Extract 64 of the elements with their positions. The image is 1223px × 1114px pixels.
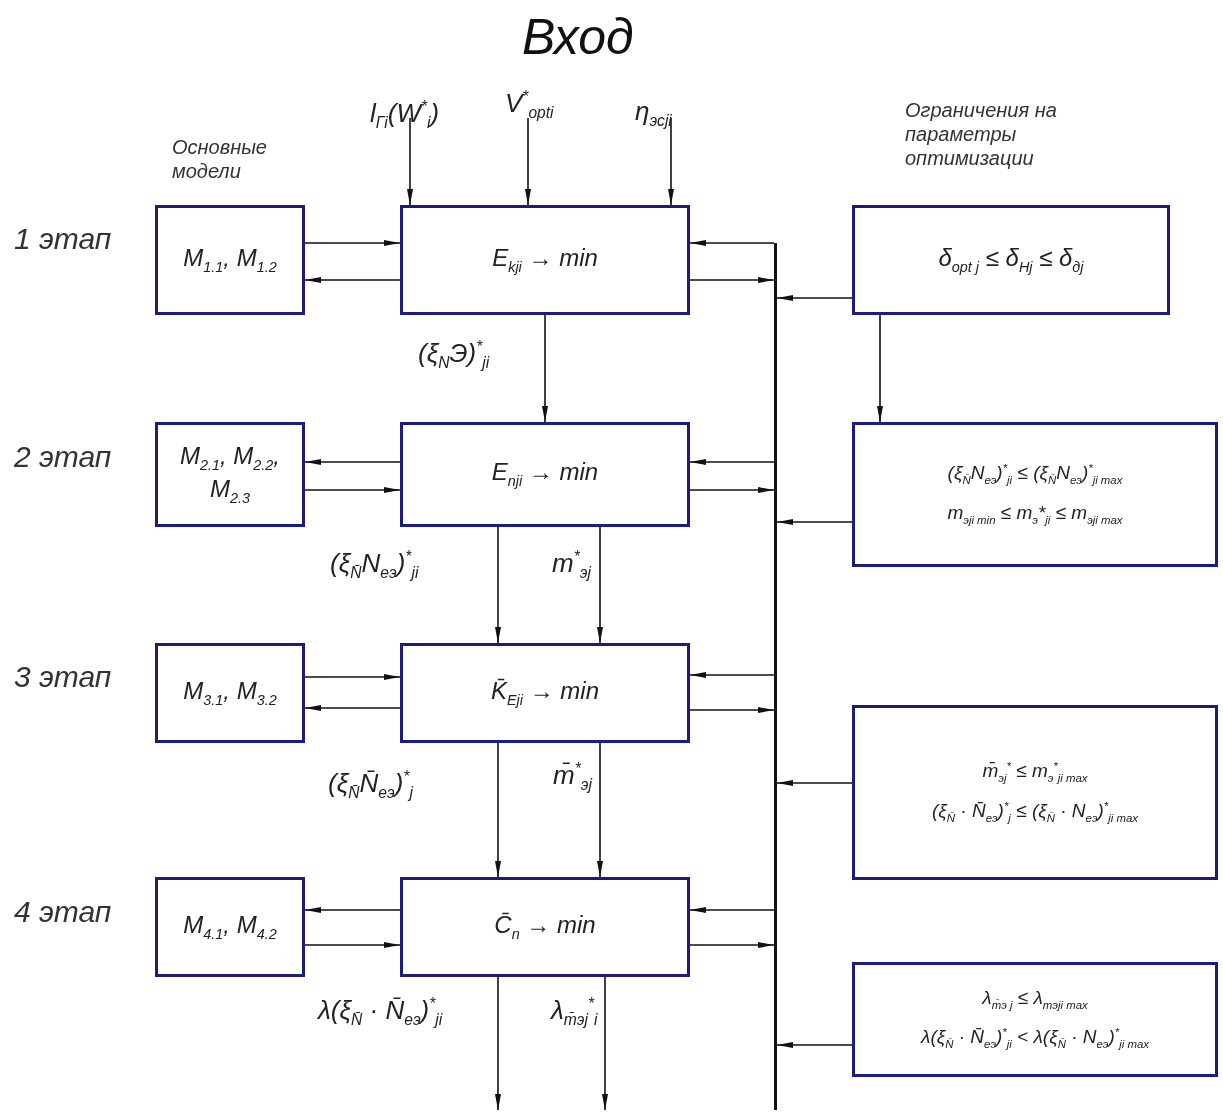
arrow bbox=[304, 240, 401, 246]
arrow bbox=[776, 1042, 853, 1048]
formula-text: M$_{3.1}$, M$_{3.2}$ bbox=[183, 676, 277, 710]
constraint-box bbox=[852, 962, 1218, 1077]
arrow bbox=[304, 459, 401, 465]
formula-text: δ$_{opt j}$ ≤ δ$_{Hj}$ ≤ δ$_{дj}$ bbox=[938, 243, 1084, 277]
formula-text: M$_{1.1}$, M$_{1.2}$ bbox=[183, 243, 277, 277]
optimization-box bbox=[400, 643, 690, 743]
model-box bbox=[155, 422, 305, 527]
arrow bbox=[495, 976, 501, 1111]
arrow bbox=[689, 240, 775, 246]
arrow bbox=[304, 942, 401, 948]
heading-text: Ограничения на параметры оптимизации bbox=[905, 98, 1058, 170]
arrow bbox=[597, 526, 603, 644]
arrow bbox=[877, 314, 883, 423]
constraint-box bbox=[852, 422, 1218, 567]
arrow bbox=[668, 117, 674, 206]
model-box bbox=[155, 643, 305, 743]
arrow bbox=[304, 705, 401, 711]
arrow bbox=[776, 780, 853, 786]
arrow bbox=[602, 976, 608, 1111]
arrow bbox=[407, 117, 413, 206]
arrow bbox=[689, 672, 775, 678]
optimization-box bbox=[400, 422, 690, 527]
arrow bbox=[304, 277, 401, 283]
stage-label: 4 этап bbox=[14, 895, 112, 929]
formula-text: E$_{kji}$ → min bbox=[492, 243, 598, 277]
arrow bbox=[689, 907, 775, 913]
stage-label: 3 этап bbox=[14, 660, 112, 694]
formula-text: E$_{nji}$ → min bbox=[491, 458, 599, 491]
arrow bbox=[597, 742, 603, 878]
heading-text: Основные модели bbox=[172, 135, 268, 183]
stage-label: 1 этап bbox=[14, 222, 112, 256]
arrow bbox=[525, 117, 531, 206]
model-box bbox=[155, 877, 305, 977]
arrow bbox=[689, 707, 775, 713]
arrow bbox=[304, 487, 401, 493]
title: Вход bbox=[522, 8, 634, 66]
arrow bbox=[776, 519, 853, 525]
arrow bbox=[689, 459, 775, 465]
edge-label: l$_{Гi}$(W$^{*}$$_{i}$) bbox=[370, 98, 440, 133]
formula-text: m$_{эji min}$ ≤ m$_{э}$*$_{ji}$ ≤ m$_{эji max}$ bbox=[947, 501, 1123, 528]
formula-text: M$_{4.1}$, M$_{4.2}$ bbox=[183, 910, 277, 944]
optimization-box bbox=[400, 877, 690, 977]
constraint-box bbox=[852, 705, 1218, 880]
stage-label: 2 этап bbox=[14, 440, 112, 474]
arrow bbox=[495, 742, 501, 878]
arrow bbox=[542, 314, 548, 423]
formula-text: K̄$_{Eji}$ → min bbox=[491, 676, 599, 710]
arrow bbox=[495, 526, 501, 644]
arrow bbox=[304, 674, 401, 680]
model-box bbox=[155, 205, 305, 315]
constraint-box bbox=[852, 205, 1170, 315]
optimization-box bbox=[400, 205, 690, 315]
formula-text: C̄$_{n}$ → min bbox=[494, 910, 596, 944]
formula-text: M$_{2.1}$, M$_{2.2}$, M$_{2.3}$ bbox=[179, 442, 281, 507]
formula-text: λ$_{m̄э j}$ ≤ λ$_{mэji max}$ bbox=[982, 986, 1088, 1013]
arrow bbox=[304, 907, 401, 913]
arrow bbox=[689, 487, 775, 493]
arrow bbox=[689, 942, 775, 948]
arrow bbox=[689, 277, 775, 283]
arrow bbox=[776, 295, 853, 301]
bus-line bbox=[774, 243, 777, 1110]
edge-label: η$_{эсji}$ bbox=[635, 96, 672, 131]
